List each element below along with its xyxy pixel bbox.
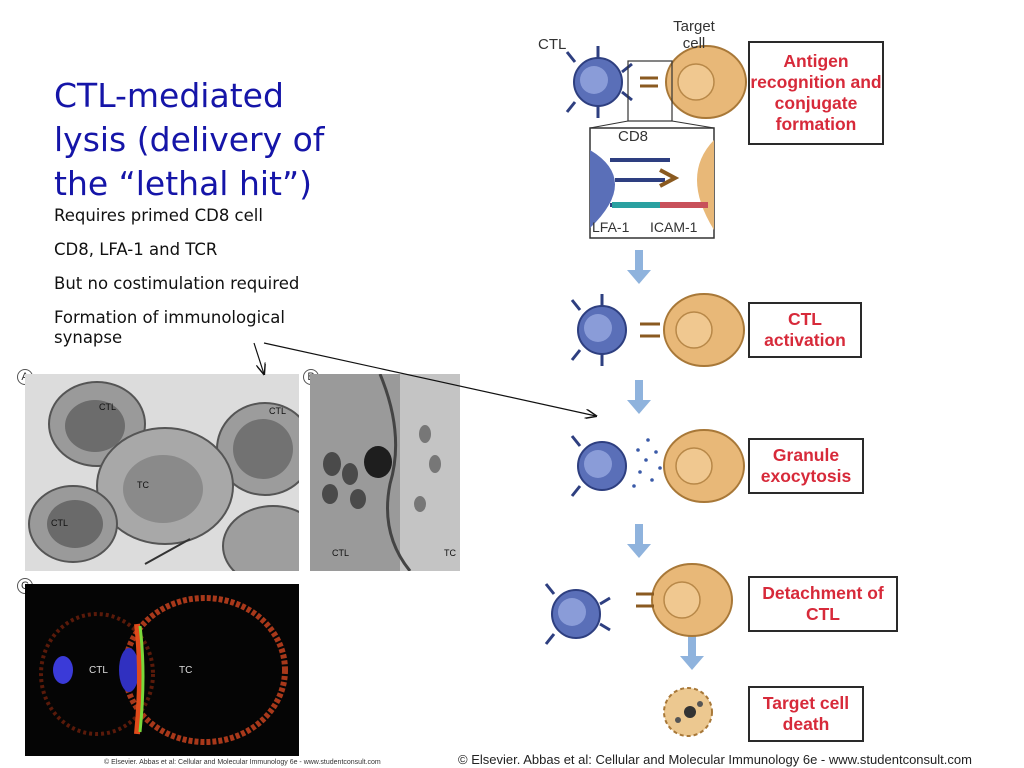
micrograph-a-image xyxy=(25,374,299,571)
bullet-item: Formation of immunological synapse xyxy=(54,308,285,347)
step-box-ctl-activation: CTL activation xyxy=(748,302,862,358)
micrograph-b-label: TC xyxy=(444,548,456,558)
step-box-detachment: Detachment of CTL xyxy=(748,576,898,632)
credit-large: © Elsevier. Abbas et al: Cellular and Mo… xyxy=(458,752,972,767)
micrograph-a-label: CTL xyxy=(99,402,117,412)
ctl-label: CTL xyxy=(538,36,567,53)
micrograph-c-label: CTL xyxy=(89,665,108,676)
lfa1-label: LFA-1 xyxy=(592,219,630,235)
micrograph-a-label: CTL xyxy=(51,518,69,528)
target-cell-label: Target cell xyxy=(673,18,715,52)
micrograph-a-label: TC xyxy=(137,480,149,490)
cd8-label: CD8 xyxy=(618,128,649,145)
step-box-granule-exocytosis: Granule exocytosis xyxy=(748,438,864,494)
micrograph-a-label: CTL xyxy=(269,406,287,416)
micrograph-c-image xyxy=(25,584,299,756)
step-box-target-cell-death: Target cell death xyxy=(748,686,864,742)
bullet-list: Requires primed CD8 cell CD8, LFA-1 and … xyxy=(54,206,354,362)
micrograph-c: CTL TC xyxy=(25,584,299,756)
micrograph-a: CTL CTL TC CTL xyxy=(25,374,299,571)
bullet-item: CD8, LFA-1 and TCR xyxy=(54,240,218,259)
slide-title: CTL-mediated lysis (delivery of the “let… xyxy=(54,76,325,203)
bullet-item: But no costimulation required xyxy=(54,274,300,293)
icam1-label: ICAM-1 xyxy=(650,219,698,235)
credit-small: © Elsevier. Abbas et al: Cellular and Mo… xyxy=(104,759,381,766)
step-box-antigen-recognition: Antigen recognition and conjugate format… xyxy=(748,41,884,145)
micrograph-b-image xyxy=(310,374,460,571)
step1-cells xyxy=(565,45,747,122)
bullet-item: Requires primed CD8 cell xyxy=(54,206,263,225)
micrograph-b-label: CTL xyxy=(332,548,350,558)
micrograph-c-label: TC xyxy=(179,665,193,676)
micrograph-b: CTL TC xyxy=(310,374,460,571)
